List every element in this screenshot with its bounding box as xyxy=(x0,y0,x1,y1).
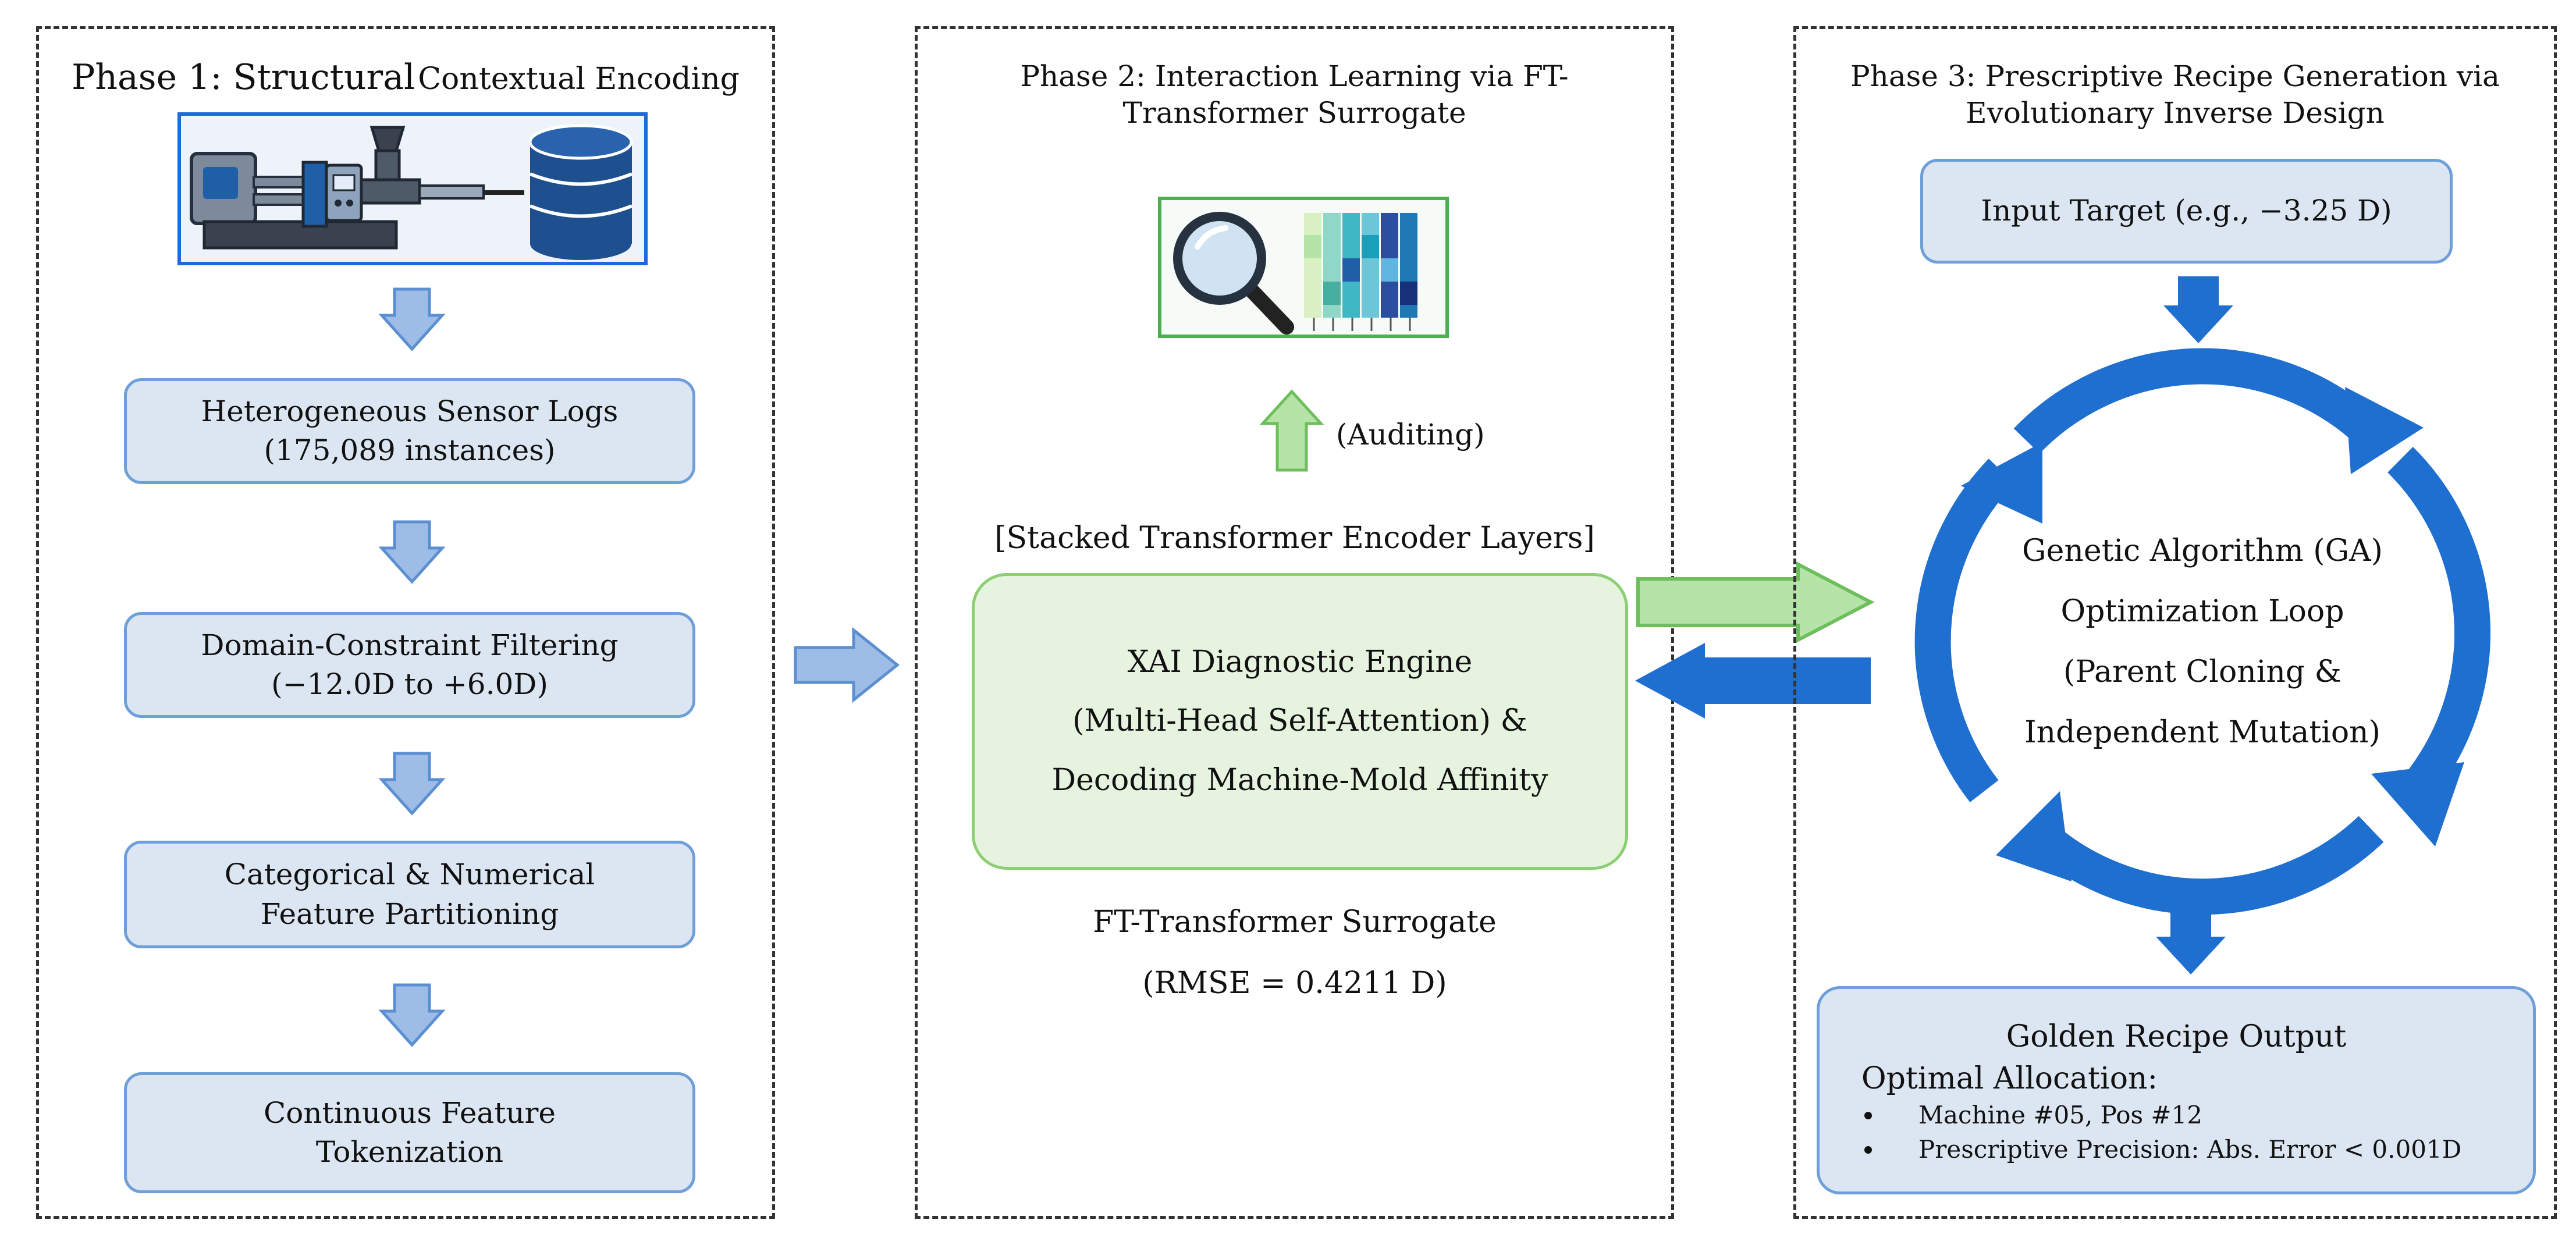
attention-audit-image xyxy=(1158,197,1449,338)
domain-filtering-box: Domain-Constraint Filtering (−12.0D to +… xyxy=(124,612,695,718)
tokenization-box: Continuous Feature Tokenization xyxy=(124,1072,695,1193)
feature-partitioning-line1: Categorical & Numerical xyxy=(224,858,595,891)
xai-engine-line3: Decoding Machine-Mold Affinity xyxy=(1051,762,1548,798)
injection-machine-database-image xyxy=(177,112,648,265)
golden-recipe-title: Golden Recipe Output xyxy=(2006,1019,2347,1054)
recipe-list: Machine #05, Pos #12 Prescriptive Precis… xyxy=(1820,1098,2533,1167)
arrow-down-blue-icon xyxy=(2163,276,2233,343)
input-target-label: Input Target (e.g., −3.25 D) xyxy=(1981,194,2392,228)
magnifier-icon xyxy=(1173,212,1294,335)
phase1-title-main: Phase 1: Structural xyxy=(72,57,415,98)
phase2-title-line1: Phase 2: Interaction Learning via FT- xyxy=(1020,59,1569,93)
phase3-title-line1: Phase 3: Prescriptive Recipe Generation … xyxy=(1850,59,2500,93)
sensor-logs-box: Heterogeneous Sensor Logs (175,089 insta… xyxy=(124,378,695,484)
arrow-up-icon xyxy=(1259,389,1324,472)
ga-line2: Optimization Loop xyxy=(2060,594,2344,629)
arrow-down-icon xyxy=(378,752,446,816)
golden-recipe-box: Golden Recipe Output Optimal Allocation:… xyxy=(1817,986,2536,1194)
arrow-down-icon xyxy=(378,520,446,584)
rmse-label: (RMSE = 0.4211 D) xyxy=(1142,966,1447,1001)
recipe-item-machine: Machine #05, Pos #12 xyxy=(1884,1098,2533,1133)
ga-loop-text: Genetic Algorithm (GA) Optimization Loop… xyxy=(1970,521,2435,763)
arrow-left-blue-icon xyxy=(1635,643,1871,719)
tokenization-line1: Continuous Feature xyxy=(263,1096,556,1130)
phase2-title: Phase 2: Interaction Learning via FT- Tr… xyxy=(918,58,1671,131)
feature-partitioning-line2: Feature Partitioning xyxy=(260,897,559,931)
phase3-title: Phase 3: Prescriptive Recipe Generation … xyxy=(1796,58,2554,131)
phase1-panel: Phase 1: Structural Contextual Encoding xyxy=(36,26,775,1219)
stacked-encoder-label: [Stacked Transformer Encoder Layers] xyxy=(994,521,1595,556)
sensor-logs-line2: (175,089 instances) xyxy=(264,433,556,467)
ga-line1: Genetic Algorithm (GA) xyxy=(2022,533,2383,568)
xai-engine-line1: XAI Diagnostic Engine xyxy=(1127,644,1473,680)
injection-machine-icon xyxy=(190,126,485,250)
phase1-title-small: Contextual Encoding xyxy=(418,62,740,97)
ga-line3: (Parent Cloning & xyxy=(2063,655,2342,689)
phase3-title-line2: Evolutionary Inverse Design xyxy=(1966,95,2385,130)
phase1-title: Phase 1: Structural Contextual Encoding xyxy=(39,56,772,99)
arrow-down-blue-icon xyxy=(2156,908,2226,974)
optimal-allocation-label: Optimal Allocation: xyxy=(1861,1061,2158,1096)
xai-engine-box: XAI Diagnostic Engine (Multi-Head Self-A… xyxy=(972,573,1628,870)
arrow-down-icon xyxy=(378,287,446,351)
attention-heatmap-icon xyxy=(1304,213,1417,331)
surrogate-label: FT-Transformer Surrogate xyxy=(1093,905,1497,940)
ga-line4: Independent Mutation) xyxy=(2024,715,2380,750)
sensor-logs-line1: Heterogeneous Sensor Logs xyxy=(201,394,619,428)
arrow-right-icon xyxy=(794,627,900,703)
xai-engine-line2: (Multi-Head Self-Attention) & xyxy=(1072,703,1527,739)
connector-line xyxy=(484,190,524,195)
input-target-box: Input Target (e.g., −3.25 D) xyxy=(1920,159,2453,264)
phase2-title-line2: Transformer Surrogate xyxy=(1122,95,1466,130)
feature-partitioning-box: Categorical & Numerical Feature Partitio… xyxy=(124,841,695,948)
tokenization-line2: Tokenization xyxy=(315,1135,504,1169)
phase3-panel: Phase 3: Prescriptive Recipe Generation … xyxy=(1793,26,2557,1219)
arrow-right-green-icon xyxy=(1636,561,1875,643)
arrow-down-icon xyxy=(378,983,446,1047)
ga-loop-cycle-icon xyxy=(1914,348,2491,915)
auditing-label: (Auditing) xyxy=(1336,418,1485,451)
domain-filtering-line1: Domain-Constraint Filtering xyxy=(201,628,619,662)
recipe-item-precision: Prescriptive Precision: Abs. Error < 0.0… xyxy=(1884,1133,2533,1167)
domain-filtering-line2: (−12.0D to +6.0D) xyxy=(271,667,548,701)
database-icon xyxy=(528,124,633,260)
